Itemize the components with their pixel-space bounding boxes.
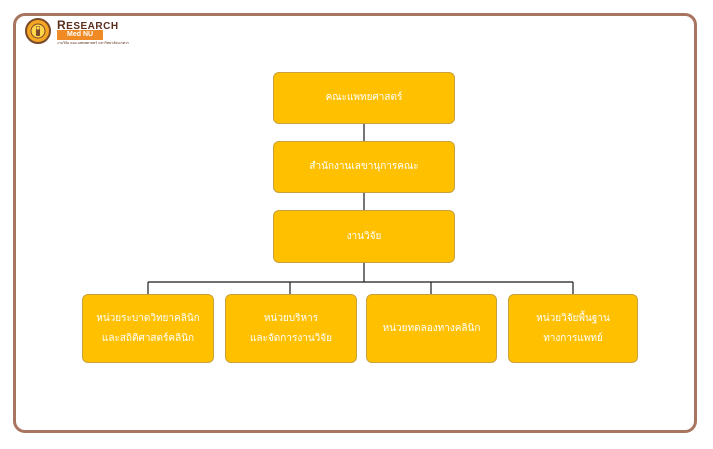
org-box-label-line-1: หน่วยวิจัยพื้นฐาน bbox=[536, 312, 610, 324]
org-box-label-line-2: ทางการแพทย์ bbox=[543, 332, 603, 344]
logo-title: RESEARCH bbox=[57, 18, 119, 32]
org-box-research-admin-unit: หน่วยบริหาร และจัดการงานวิจัย bbox=[225, 294, 357, 363]
org-box-label: งานวิจัย bbox=[346, 230, 382, 242]
org-box-basic-medical-research-unit: หน่วยวิจัยพื้นฐาน ทางการแพทย์ bbox=[508, 294, 638, 363]
org-box-clinical-epi-unit: หน่วยระบาดวิทยาคลินิก และสถิติศาสตร์คลิน… bbox=[82, 294, 214, 363]
logo-tag: Med NU bbox=[57, 30, 104, 40]
logo-subtitle: งานวิจัย คณะแพทยศาสตร์ มหาวิทยาลัยนเรศวร bbox=[57, 41, 129, 45]
org-box-label: หน่วยทดลองทางคลินิก bbox=[382, 322, 481, 334]
org-box-label-line-1: หน่วยบริหาร bbox=[263, 312, 319, 324]
org-box-label: สำนักงานเลขานุการคณะ bbox=[309, 161, 419, 172]
org-box-research-unit: งานวิจัย bbox=[273, 210, 455, 263]
org-box-clinical-trial-unit: หน่วยทดลองทางคลินิก bbox=[366, 294, 497, 363]
university-seal-icon bbox=[25, 18, 51, 44]
org-box-secretary-office: สำนักงานเลขานุการคณะ bbox=[273, 141, 455, 193]
research-med-nu-logo: RESEARCH Med NU งานวิจัย คณะแพทยศาสตร์ ม… bbox=[25, 18, 129, 48]
org-box-faculty: คณะแพทยศาสตร์ bbox=[273, 72, 455, 124]
org-box-label-line-2: และจัดการงานวิจัย bbox=[249, 332, 332, 344]
org-box-label-line-2: และสถิติศาสตร์คลินิก bbox=[101, 332, 195, 344]
org-box-label-line-1: หน่วยระบาดวิทยาคลินิก bbox=[96, 312, 200, 324]
org-box-label: คณะแพทยศาสตร์ bbox=[325, 92, 403, 103]
